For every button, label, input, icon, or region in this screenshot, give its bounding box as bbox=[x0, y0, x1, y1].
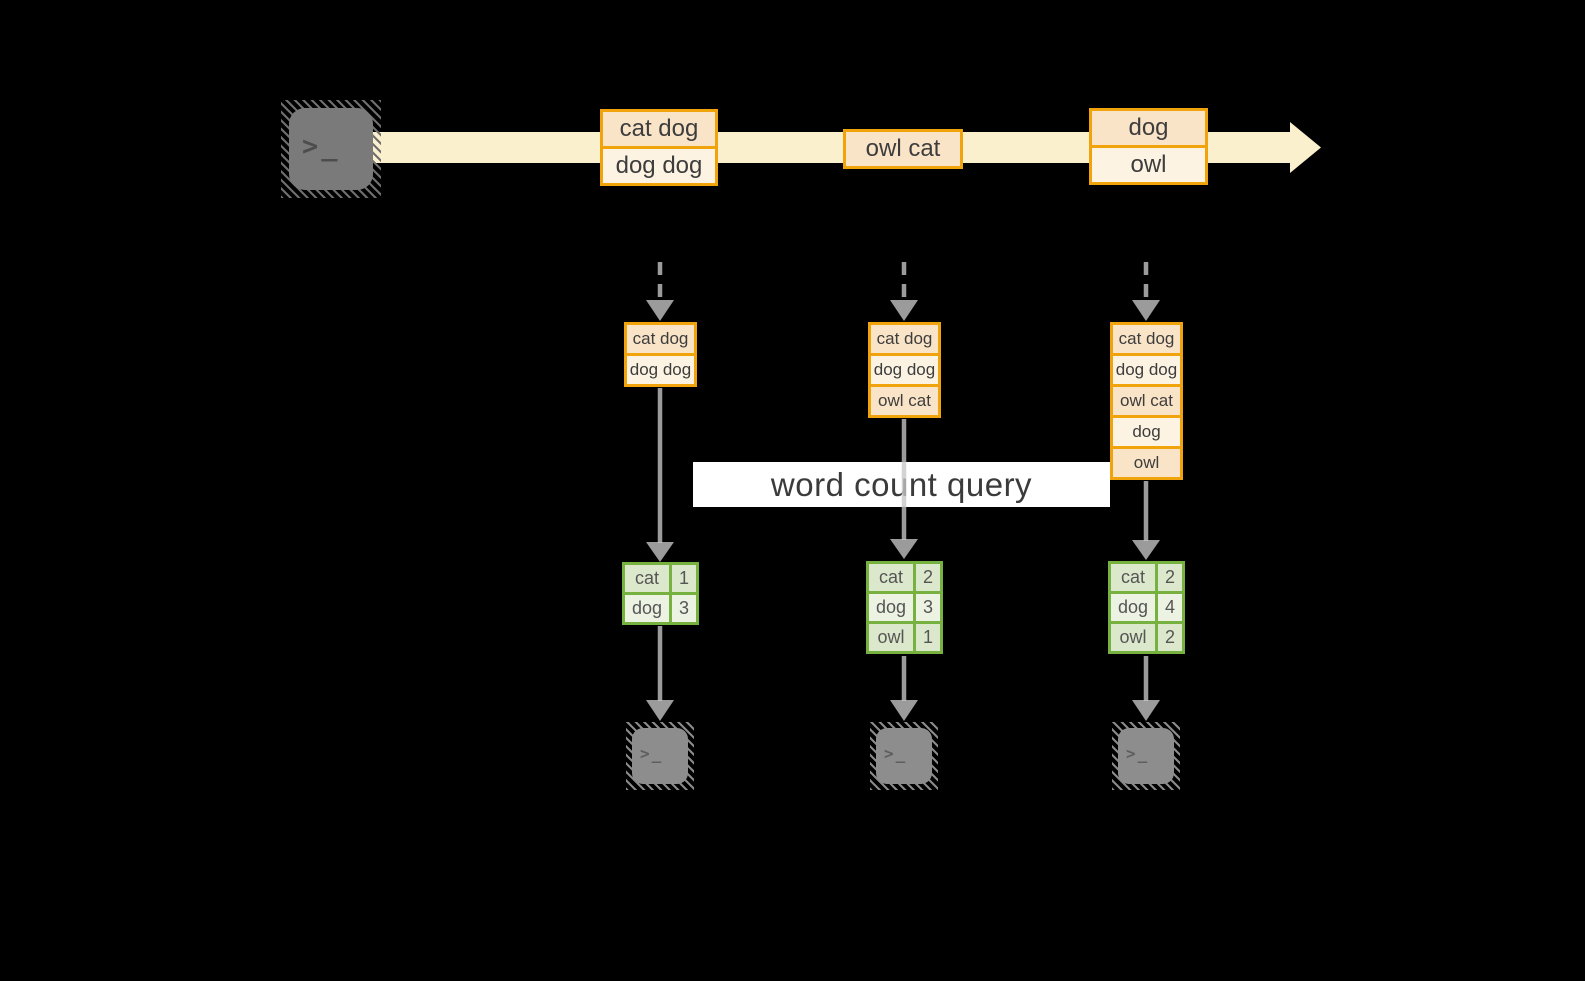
count-value: 3 bbox=[916, 594, 940, 621]
buffer-row: owl cat bbox=[871, 387, 938, 415]
count-value: 2 bbox=[1158, 564, 1182, 591]
buffer-row: dog bbox=[1113, 418, 1180, 446]
prompt-glyph: >_ bbox=[884, 743, 908, 763]
count-value: 1 bbox=[672, 565, 696, 592]
stream-event: cat dog bbox=[603, 112, 715, 146]
stream-event-group-2: owl cat bbox=[843, 129, 963, 169]
count-word: cat bbox=[625, 565, 669, 592]
stream-event: dog bbox=[1092, 111, 1205, 145]
word-count-query-banner: word count query bbox=[693, 462, 1110, 507]
count-value: 1 bbox=[916, 624, 940, 651]
count-word: dog bbox=[625, 595, 669, 622]
terminal-icon: >_ bbox=[289, 108, 373, 190]
buffer-row: cat dog bbox=[627, 325, 694, 353]
buffer-row: dog dog bbox=[1113, 356, 1180, 384]
count-table-3: cat 2 dog 4 owl 2 bbox=[1108, 561, 1185, 654]
terminal-sink-icon-1: >_ bbox=[626, 722, 694, 790]
buffer-stack-1: cat dog dog dog bbox=[624, 322, 697, 387]
buffer-stack-3: cat dog dog dog owl cat dog owl bbox=[1110, 322, 1183, 480]
dashed-arrowhead-1 bbox=[646, 300, 674, 321]
prompt-glyph: >_ bbox=[640, 743, 664, 763]
banner-label: word count query bbox=[770, 465, 1033, 503]
count-value: 2 bbox=[916, 564, 940, 591]
terminal-icon: >_ bbox=[876, 728, 932, 784]
query-arrowhead-2 bbox=[890, 539, 918, 559]
buffer-row: dog dog bbox=[871, 356, 938, 384]
stream-event: owl cat bbox=[846, 132, 960, 166]
buffer-row: owl bbox=[1113, 449, 1180, 477]
terminal-sink-icon-2: >_ bbox=[870, 722, 938, 790]
dashed-arrowhead-2 bbox=[890, 300, 918, 321]
count-value: 3 bbox=[672, 595, 696, 622]
dashed-arrowhead-3 bbox=[1132, 300, 1160, 321]
count-value: 4 bbox=[1158, 594, 1182, 621]
sink-arrowhead-3 bbox=[1132, 700, 1160, 721]
count-value: 2 bbox=[1158, 624, 1182, 651]
prompt-glyph: >_ bbox=[1126, 743, 1150, 763]
count-table-1: cat 1 dog 3 bbox=[622, 562, 699, 625]
stream-event-group-1: cat dog dog dog bbox=[600, 109, 718, 186]
buffer-row: dog dog bbox=[627, 356, 694, 384]
buffer-row: cat dog bbox=[1113, 325, 1180, 353]
terminal-icon: >_ bbox=[632, 728, 688, 784]
count-word: owl bbox=[1111, 624, 1155, 651]
query-arrowhead-1 bbox=[646, 542, 674, 562]
query-arrowhead-3 bbox=[1132, 540, 1160, 560]
stream-arrowhead bbox=[1290, 122, 1321, 173]
count-word: dog bbox=[1111, 594, 1155, 621]
terminal-icon: >_ bbox=[1118, 728, 1174, 784]
stream-event: owl bbox=[1092, 148, 1205, 182]
count-word: cat bbox=[869, 564, 913, 591]
prompt-glyph: >_ bbox=[302, 130, 341, 162]
count-word: dog bbox=[869, 594, 913, 621]
buffer-stack-2: cat dog dog dog owl cat bbox=[868, 322, 941, 418]
count-word: cat bbox=[1111, 564, 1155, 591]
stream-event-group-3: dog owl bbox=[1089, 108, 1208, 185]
terminal-source-icon: >_ bbox=[281, 100, 381, 198]
count-word: owl bbox=[869, 624, 913, 651]
buffer-row: owl cat bbox=[1113, 387, 1180, 415]
terminal-sink-icon-3: >_ bbox=[1112, 722, 1180, 790]
buffer-row: cat dog bbox=[871, 325, 938, 353]
count-table-2: cat 2 dog 3 owl 1 bbox=[866, 561, 943, 654]
stream-event: dog dog bbox=[603, 149, 715, 183]
sink-arrowhead-2 bbox=[890, 700, 918, 721]
sink-arrowhead-1 bbox=[646, 700, 674, 721]
